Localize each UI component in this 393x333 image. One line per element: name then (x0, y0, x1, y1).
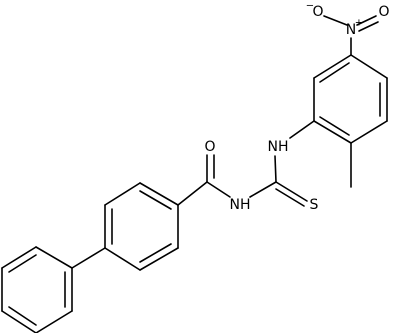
atom-thio-s: S (310, 197, 319, 213)
bond-thiocarbon-s-2 (275, 188, 305, 207)
bond-ring-nh (289, 120, 315, 139)
bond-ring-b6 (139, 182, 179, 206)
bond-ring-b2-inner (139, 243, 172, 263)
bond-nitro-o-right-2 (358, 21, 379, 32)
atom-nitro-n: N (346, 22, 356, 38)
atom-labels: O − N + O NH O NH S (204, 1, 389, 214)
bond-ring-a1 (350, 54, 388, 79)
atom-amine-nh: NH (268, 139, 289, 155)
atom-nitro-o-left: O (312, 4, 323, 20)
bond-ring-c2 (35, 310, 73, 333)
bond-ring-b3 (104, 247, 141, 271)
bond-ring-a4-inner (319, 116, 350, 136)
bond-ring-b6-inner (139, 190, 172, 210)
atom-nitro-n-charge: + (355, 18, 363, 29)
bond-thiocarbon-s-1 (275, 181, 308, 202)
bond-ring-a3 (350, 120, 388, 144)
bond-nh-carbonyl (206, 181, 231, 198)
atom-nitro-o-charge: − (306, 1, 314, 12)
bond-nitro-o-left (323, 15, 348, 26)
atom-imide-nh: NH (230, 197, 251, 213)
bonds (1, 15, 388, 333)
bond-carbonyl-ring (177, 181, 208, 206)
bond-ring-c5-inner (8, 254, 37, 273)
bond-ring-c6 (35, 246, 73, 269)
bond-biphenyl (71, 247, 106, 269)
bond-ring-b5 (104, 182, 141, 206)
bond-ring-c5 (1, 246, 37, 269)
bond-thiocarbon-nh (249, 181, 277, 198)
atom-amide-o: O (204, 139, 215, 155)
bond-ring-a6 (313, 54, 352, 79)
bond-ring-c3-inner (8, 306, 37, 326)
bond-ring-a4 (313, 120, 352, 144)
atom-nitro-o-right: O (378, 4, 389, 20)
bond-nitro-o-right (356, 15, 377, 26)
bond-ring-a6-inner (319, 62, 350, 83)
bond-ring-b2 (139, 247, 179, 271)
bond-nh-thiocarbon (274, 155, 277, 183)
bond-ring-c3 (1, 310, 37, 333)
